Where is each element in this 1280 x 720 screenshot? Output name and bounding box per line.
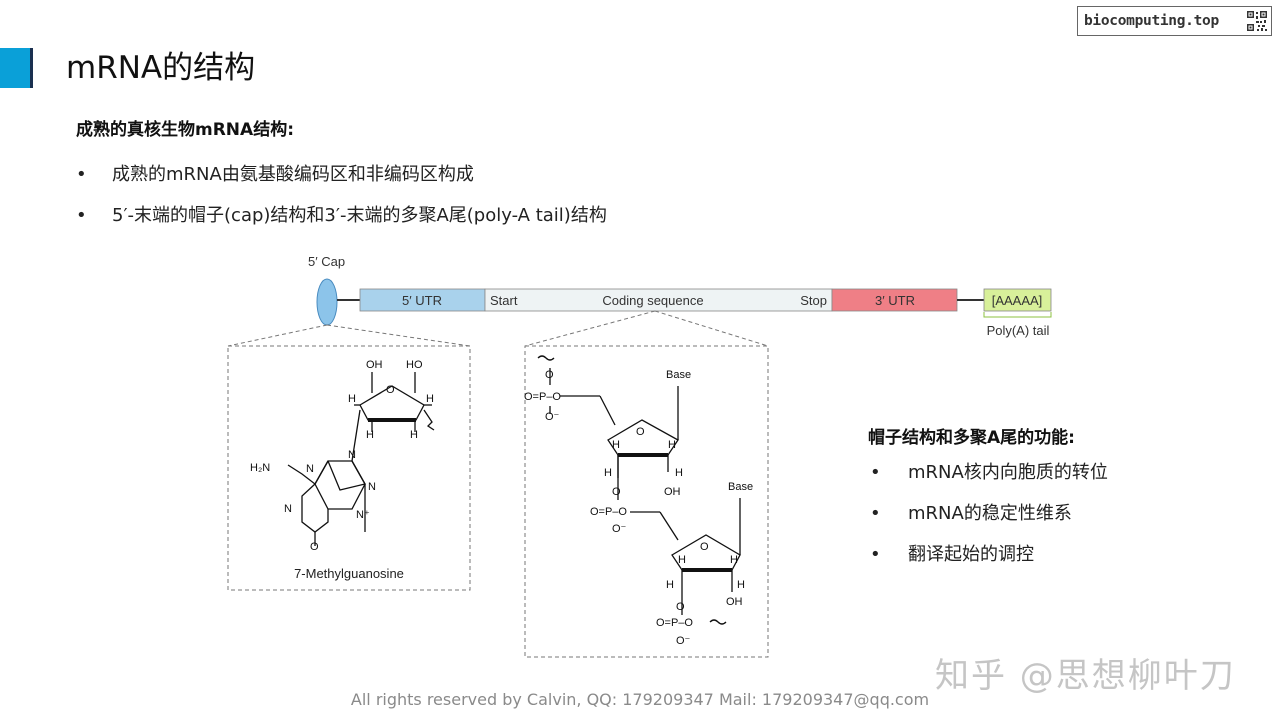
polya-bracket (983, 312, 1052, 318)
svg-text:O: O (636, 426, 645, 438)
callout-line (524, 310, 656, 347)
mrna-structure-diagram: 5′ Cap 5′ UTR Start Coding sequence Stop… (227, 254, 1052, 658)
base-label: Base (728, 481, 753, 493)
callout-line (326, 324, 471, 347)
svg-text:O=P–O: O=P–O (590, 506, 627, 518)
svg-text:HO: HO (406, 359, 423, 371)
svg-text:O⁻: O⁻ (676, 635, 691, 647)
utr3-label: 3′ UTR (875, 293, 915, 308)
footer-copyright: All rights reserved by Calvin, QQ: 17920… (350, 690, 930, 709)
svg-text:N: N (348, 449, 356, 461)
svg-text:H: H (604, 467, 612, 479)
coding-detail-box (524, 345, 769, 658)
polya-segment (983, 288, 1052, 312)
svg-text:H: H (678, 554, 686, 566)
svg-text:H: H (348, 393, 356, 405)
svg-text:OH: OH (664, 486, 681, 498)
svg-text:O: O (676, 601, 685, 613)
svg-text:OH: OH (726, 596, 743, 608)
section-heading-structure: 成熟的真核生物mRNA结构: (76, 120, 294, 140)
site-logo[interactable]: biocomputing.top (1077, 6, 1272, 36)
svg-text:H: H (737, 579, 745, 591)
svg-text:H: H (612, 439, 620, 451)
functions-bullet-list: mRNA核内向胞质的转位 mRNA的稳定性维系 翻译起始的调控 (870, 460, 1108, 583)
coding-label: Coding sequence (602, 293, 703, 308)
bullet-item: 5′-末端的帽子(cap)结构和3′-末端的多聚A尾(poly-A tail)结… (76, 203, 607, 244)
svg-text:OH: OH (366, 359, 383, 371)
polya-tail-label: Poly(A) tail (987, 323, 1050, 338)
svg-text:N: N (284, 503, 292, 515)
svg-text:H: H (366, 429, 374, 441)
callout-line (654, 310, 769, 347)
svg-text:H: H (410, 429, 418, 441)
svg-text:H: H (730, 554, 738, 566)
structure-bullet-list: 成熟的mRNA由氨基酸编码区和非编码区构成 5′-末端的帽子(cap)结构和3′… (76, 162, 607, 244)
svg-text:H: H (666, 579, 674, 591)
base-label: Base (666, 369, 691, 381)
svg-text:N: N (306, 463, 314, 475)
polya-text: [AAAAA] (992, 293, 1043, 308)
methylguanosine-structure (287, 372, 435, 546)
title-accent-line (30, 48, 33, 88)
svg-text:H: H (426, 393, 434, 405)
callout-line (227, 324, 328, 347)
start-label: Start (490, 293, 518, 308)
stop-label: Stop (800, 293, 827, 308)
svg-text:O: O (612, 486, 621, 498)
svg-text:H₂N: H₂N (250, 462, 270, 474)
logo-text: biocomputing.top (1084, 13, 1219, 29)
svg-text:N⁺: N⁺ (356, 509, 370, 521)
svg-text:H: H (668, 439, 676, 451)
cap-detail-box (227, 345, 471, 591)
svg-text:O⁻: O⁻ (545, 411, 560, 423)
guanosine-label: 7-Methylguanosine (294, 566, 404, 581)
qr-code-icon (1246, 10, 1268, 32)
svg-text:O: O (700, 541, 709, 553)
watermark: 知乎 @思想柳叶刀 (935, 656, 1236, 696)
section-heading-functions: 帽子结构和多聚A尾的功能: (868, 428, 1075, 448)
svg-text:O=P–O: O=P–O (656, 617, 693, 629)
rna-backbone-atom-labels: O O=P–O O⁻ O H H H H O OH O=P–O O⁻ O H H H H… (524, 369, 745, 647)
bullet-item: mRNA核内向胞质的转位 (870, 460, 1108, 501)
svg-text:O: O (310, 541, 319, 553)
methylguanosine-atom-labels: OH HO O H H H H H₂N N N N N N⁺ O (250, 359, 434, 553)
svg-text:H: H (675, 467, 683, 479)
utr5-label: 5′ UTR (402, 293, 442, 308)
title-accent-bar (0, 48, 30, 88)
bullet-item: 翻译起始的调控 (870, 542, 1108, 583)
cap-ellipse (316, 278, 338, 326)
bullet-item: mRNA的稳定性维系 (870, 501, 1108, 542)
svg-text:O⁻: O⁻ (612, 523, 627, 535)
svg-text:O: O (545, 369, 554, 381)
svg-text:O: O (386, 384, 395, 396)
rna-backbone-structure (537, 355, 741, 625)
svg-text:O=P–O: O=P–O (524, 391, 561, 403)
bullet-item: 成熟的mRNA由氨基酸编码区和非编码区构成 (76, 162, 607, 203)
cap-label: 5′ Cap (308, 254, 345, 269)
svg-text:N: N (368, 481, 376, 493)
page-title: mRNA的结构 (66, 50, 256, 86)
